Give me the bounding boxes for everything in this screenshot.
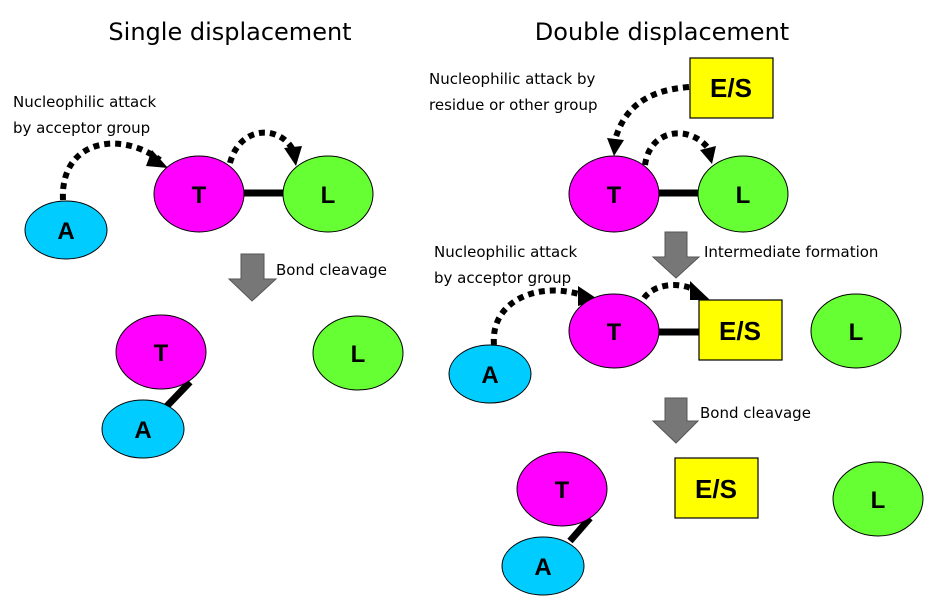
single-product-A (101, 399, 185, 459)
single-node-T (153, 155, 245, 233)
single-attack-note-line2: by acceptor group (13, 119, 150, 137)
single-bond-shift-arrow (227, 129, 296, 164)
double-residue-attack-arrowhead (607, 138, 624, 156)
double-attack-note-2-line2: by acceptor group (434, 269, 571, 287)
double-bond-shift-arrowhead-2 (690, 281, 710, 300)
single-node-T-label: T (192, 182, 207, 209)
single-node-L (282, 155, 374, 233)
double-node-T (568, 155, 660, 233)
double-intermediate-A-label: A (481, 362, 498, 389)
double-intermediate-T (568, 293, 660, 369)
double-intermediate-L-label: L (849, 319, 864, 346)
single-bond-T-A (163, 379, 193, 410)
double-node-L-label: L (736, 182, 751, 209)
single-displacement-title: Single displacement (108, 18, 351, 46)
single-step-label: Bond cleavage (276, 261, 387, 279)
double-step-label-1: Intermediate formation (704, 243, 878, 261)
double-intermediate-T-label: T (607, 319, 622, 346)
double-bond-T-A (567, 515, 593, 544)
double-bond-shift-arrow-1 (642, 130, 711, 166)
double-es-box-final-label: E/S (695, 474, 737, 504)
single-node-L-label: L (321, 182, 336, 209)
double-intermediate-L (810, 293, 902, 369)
double-es-box-intermediate-label: E/S (719, 316, 761, 346)
single-bond-shift-arrowhead (284, 146, 302, 166)
double-es-box-final (674, 457, 759, 519)
single-acceptor-attack-arrow (59, 140, 162, 201)
single-product-T (115, 314, 207, 390)
double-displacement-title: Double displacement (535, 18, 789, 46)
double-bond-shift-arrow-2 (641, 282, 697, 301)
single-product-A-label: A (134, 417, 151, 444)
double-product-A-label: A (534, 554, 551, 581)
double-intermediate-formation-arrow (651, 231, 701, 279)
double-node-T-label: T (607, 182, 622, 209)
double-intermediate-A (448, 344, 532, 404)
double-bond-cleavage-arrow (651, 397, 700, 444)
single-node-A (24, 200, 108, 260)
double-bond-shift-arrowhead-1 (700, 146, 716, 164)
single-bond-cleavage-arrow (227, 253, 278, 302)
double-node-L (697, 155, 789, 233)
double-attack-note-2-line1: Nucleophilic attack (434, 243, 577, 261)
double-attack-note-1-line2: residue or other group (429, 96, 597, 114)
double-product-L-label: L (871, 487, 886, 514)
double-step-label-2: Bond cleavage (700, 404, 811, 422)
double-attack-note-1-line1: Nucleophilic attack by (429, 70, 595, 88)
double-residue-attack-arrow (612, 84, 690, 141)
single-product-L (312, 315, 404, 391)
double-es-box-initial-label: E/S (710, 73, 752, 103)
double-product-A (501, 536, 585, 596)
single-product-L-label: L (351, 341, 366, 368)
double-product-L (832, 461, 924, 537)
double-es-box-initial (689, 57, 774, 119)
single-product-T-label: T (154, 340, 169, 367)
double-product-T (516, 451, 608, 527)
double-product-T-label: T (555, 477, 570, 504)
double-es-box-intermediate (698, 299, 783, 361)
single-node-A-label: A (57, 218, 74, 245)
single-attack-note-line1: Nucleophilic attack (13, 93, 156, 111)
double-acceptor-attack-arrow (490, 287, 587, 346)
single-acceptor-attack-arrowhead (146, 150, 168, 168)
